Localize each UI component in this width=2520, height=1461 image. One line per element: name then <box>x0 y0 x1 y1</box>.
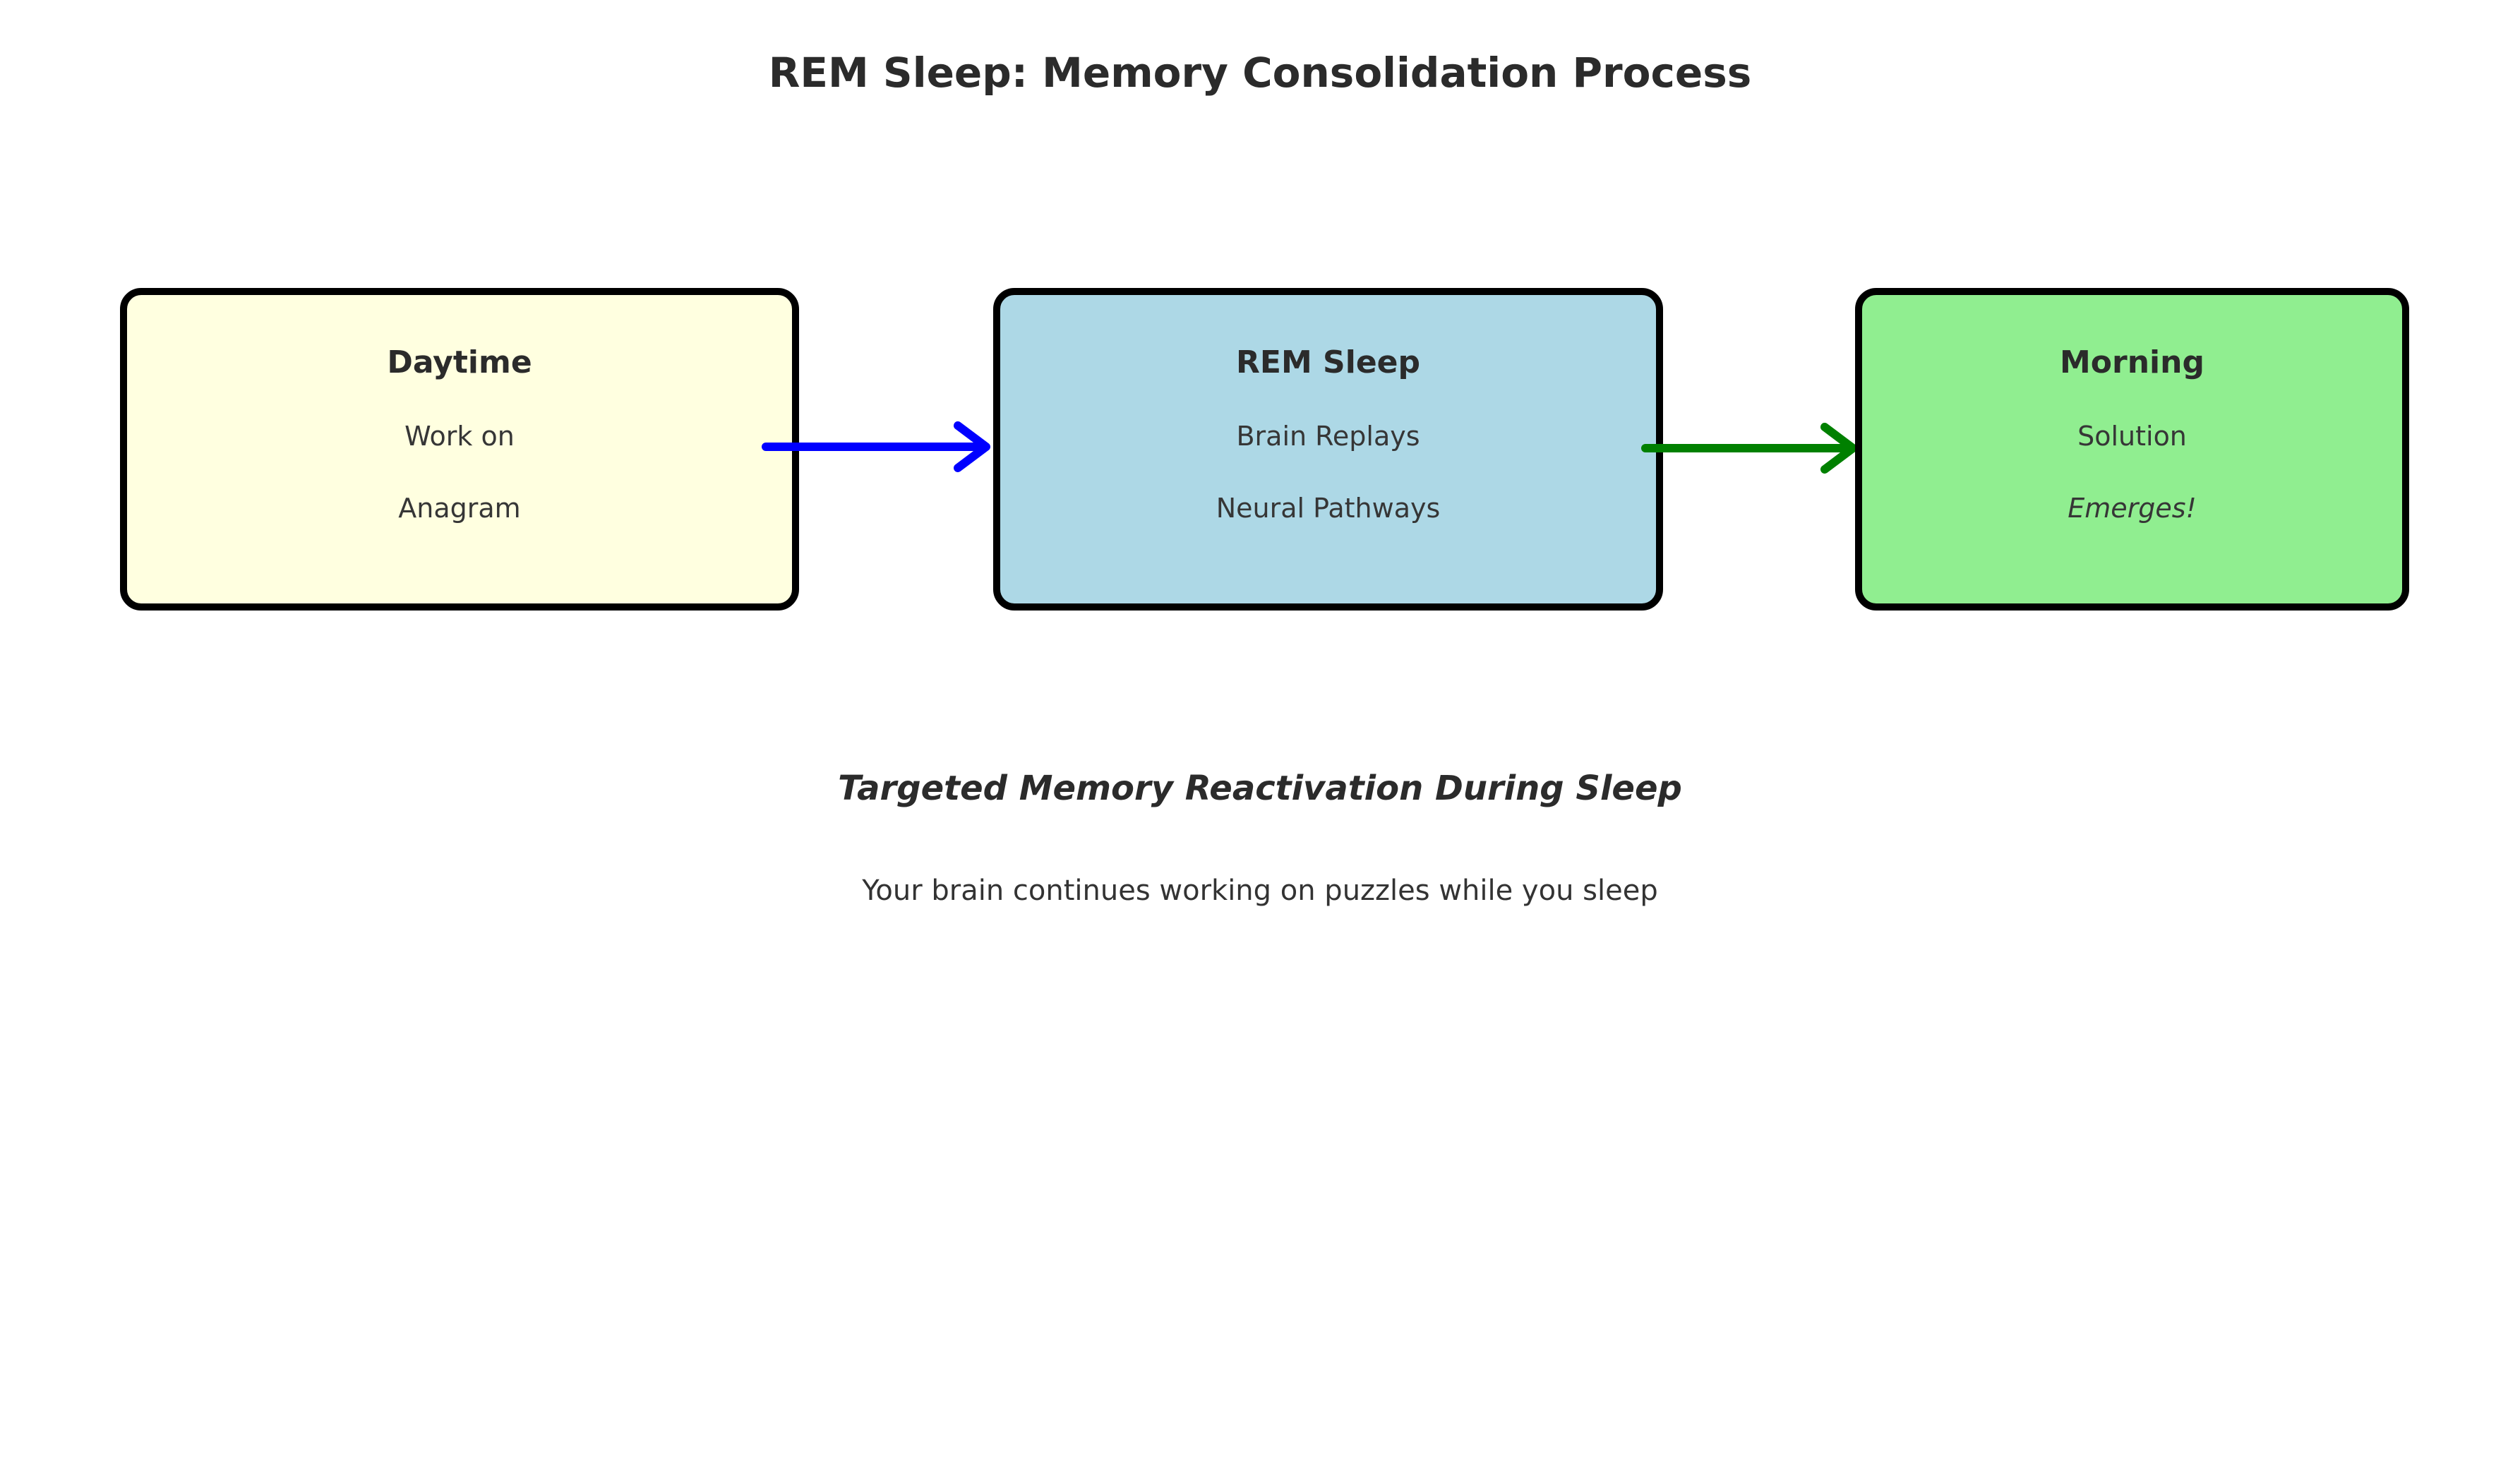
stage-line: Solution <box>2077 421 2187 452</box>
stage-box-morning: Morning Solution Emerges! <box>1855 288 2409 611</box>
stage-heading-morning: Morning <box>2060 344 2204 380</box>
diagram-subtitle: Targeted Memory Reactivation During Slee… <box>838 769 1682 808</box>
arrow-rem-to-morning <box>1641 423 1857 474</box>
stage-line: Neural Pathways <box>1216 493 1441 524</box>
stage-box-rem-sleep: REM Sleep Brain Replays Neural Pathways <box>993 288 1663 611</box>
stage-box-daytime: Daytime Work on Anagram <box>120 288 799 611</box>
stage-line: Work on <box>404 421 515 452</box>
diagram-caption: Your brain continues working on puzzles … <box>862 874 1658 907</box>
arrow-right-icon <box>1641 423 1857 474</box>
arrow-right-icon <box>762 421 990 472</box>
stage-heading-rem-sleep: REM Sleep <box>1236 344 1420 380</box>
diagram-title: REM Sleep: Memory Consolidation Process <box>768 49 1752 97</box>
arrow-daytime-to-rem <box>762 421 990 472</box>
stage-line: Anagram <box>398 493 521 524</box>
stage-heading-daytime: Daytime <box>387 344 532 380</box>
stage-line: Emerges! <box>2068 493 2197 524</box>
stage-line: Brain Replays <box>1236 421 1420 452</box>
